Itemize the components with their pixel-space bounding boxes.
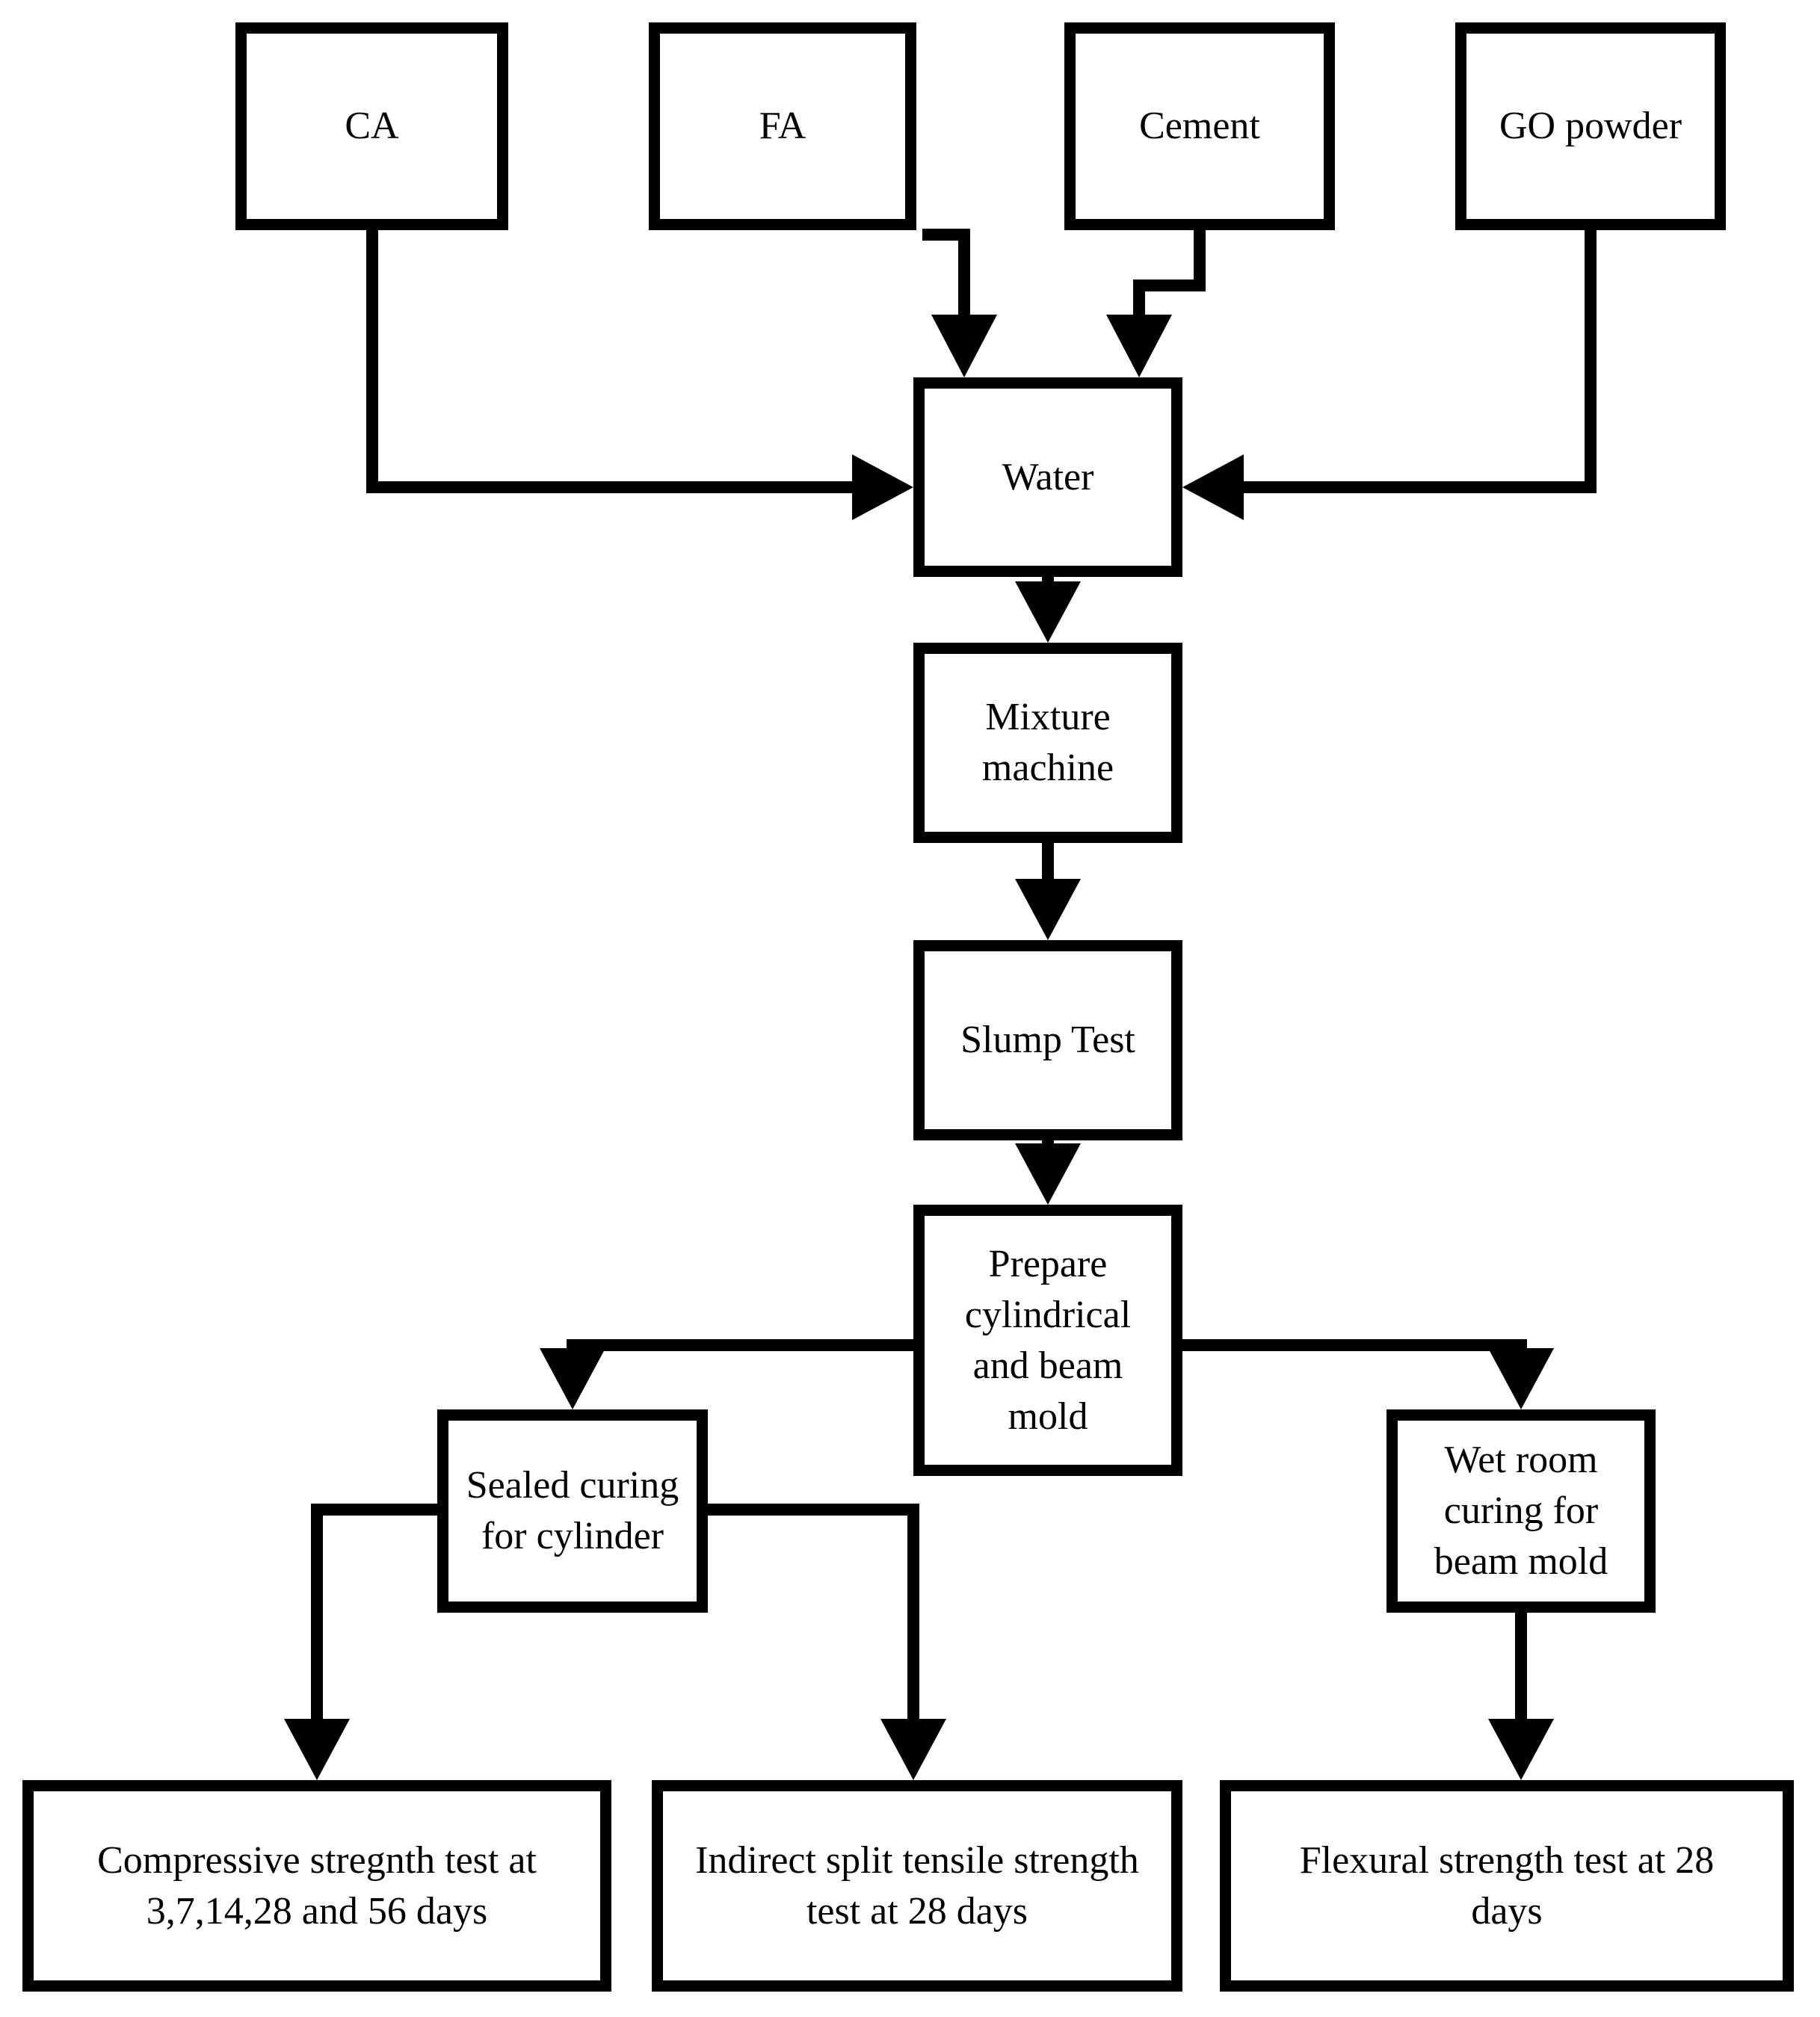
arrowhead-down-icon xyxy=(284,1719,350,1780)
node-flexural-test-line-1: Flexural strength test at 28 xyxy=(1299,1838,1715,1882)
edge-wet-room-curing-to-flexural-test xyxy=(1488,1613,1554,1780)
node-mixture-machine-line-1: Mixture xyxy=(985,696,1111,738)
node-fa-label: FA xyxy=(759,105,806,147)
node-prepare-mold-line-3: and beam xyxy=(972,1344,1123,1387)
node-indirect-split-test-line-2: test at 28 days xyxy=(806,1889,1028,1933)
arrowhead-down-icon xyxy=(540,1348,605,1409)
node-mixture-machine: Mixture machine xyxy=(913,643,1182,843)
edge-go-powder-to-water xyxy=(1182,230,1597,520)
node-compressive-test-line-2: 3,7,14,28 and 56 days xyxy=(146,1889,488,1933)
arrowhead-down-icon xyxy=(1015,879,1081,940)
arrowhead-down-icon xyxy=(1488,1719,1554,1780)
node-sealed-curing-line-1: Sealed curing xyxy=(466,1464,679,1507)
node-compressive-test-line-1: Compressive stregnth test at xyxy=(97,1838,537,1882)
edge-slump-test-to-prepare-mold xyxy=(1015,1140,1081,1205)
node-mixture-machine-line-2: machine xyxy=(981,747,1114,789)
arrowhead-right-icon xyxy=(852,454,913,520)
node-compressive-test: Compressive stregnth test at 3,7,14,28 a… xyxy=(22,1780,611,1992)
node-cement: Cement xyxy=(1064,22,1335,230)
node-ca-label: CA xyxy=(345,105,399,147)
node-prepare-mold-line-1: Prepare xyxy=(988,1242,1108,1285)
node-slump-test: Slump Test xyxy=(913,940,1182,1140)
node-indirect-split-test: Indirect split tensile strength test at … xyxy=(652,1780,1182,1992)
node-wet-room-curing-line-2: curing for xyxy=(1443,1489,1599,1532)
node-flexural-test: Flexural strength test at 28 days xyxy=(1220,1780,1794,1992)
arrowhead-down-icon xyxy=(880,1719,946,1780)
node-slump-test-label: Slump Test xyxy=(960,1019,1135,1061)
edge-prepare-mold-to-sealed-curing xyxy=(540,1339,913,1409)
edge-water-to-mixture-machine xyxy=(1015,577,1081,643)
node-flexural-test-line-2: days xyxy=(1471,1889,1543,1933)
arrowhead-down-icon xyxy=(1106,315,1172,377)
arrowhead-down-icon xyxy=(931,315,997,377)
node-ca: CA xyxy=(235,22,508,230)
edge-mixture-machine-to-slump-test xyxy=(1015,843,1081,940)
edge-sealed-curing-to-compressive-test xyxy=(284,1504,437,1780)
edge-cement-to-water xyxy=(1106,230,1206,377)
node-sealed-curing-line-2: for cylinder xyxy=(481,1515,664,1557)
node-wet-room-curing-line-1: Wet room xyxy=(1444,1439,1598,1481)
node-water-label: Water xyxy=(1002,455,1094,498)
edge-ca-to-water xyxy=(366,230,913,520)
node-prepare-mold-line-4: mold xyxy=(1008,1394,1088,1438)
arrowhead-left-icon xyxy=(1182,454,1244,520)
node-prepare-mold: Prepare cylindrical and beam mold xyxy=(913,1205,1182,1476)
arrowhead-down-icon xyxy=(1488,1348,1554,1409)
arrowhead-down-icon xyxy=(1015,581,1081,643)
arrowhead-down-icon xyxy=(1015,1143,1081,1205)
node-sealed-curing: Sealed curing for cylinder xyxy=(437,1409,708,1613)
node-go-powder: GO powder xyxy=(1455,22,1726,230)
node-fa: FA xyxy=(649,22,916,230)
edge-prepare-mold-to-wet-room-curing xyxy=(1182,1339,1554,1409)
node-wet-room-curing: Wet room curing for beam mold xyxy=(1386,1409,1656,1613)
node-indirect-split-test-line-1: Indirect split tensile strength xyxy=(695,1838,1139,1882)
node-cement-label: Cement xyxy=(1139,105,1260,147)
edge-sealed-curing-to-indirect-split-test xyxy=(708,1504,946,1780)
node-go-powder-label: GO powder xyxy=(1499,105,1682,147)
node-wet-room-curing-line-3: beam mold xyxy=(1434,1540,1608,1583)
edge-fa-to-water xyxy=(922,229,997,377)
node-prepare-mold-line-2: cylindrical xyxy=(964,1293,1132,1336)
node-water: Water xyxy=(913,377,1182,577)
